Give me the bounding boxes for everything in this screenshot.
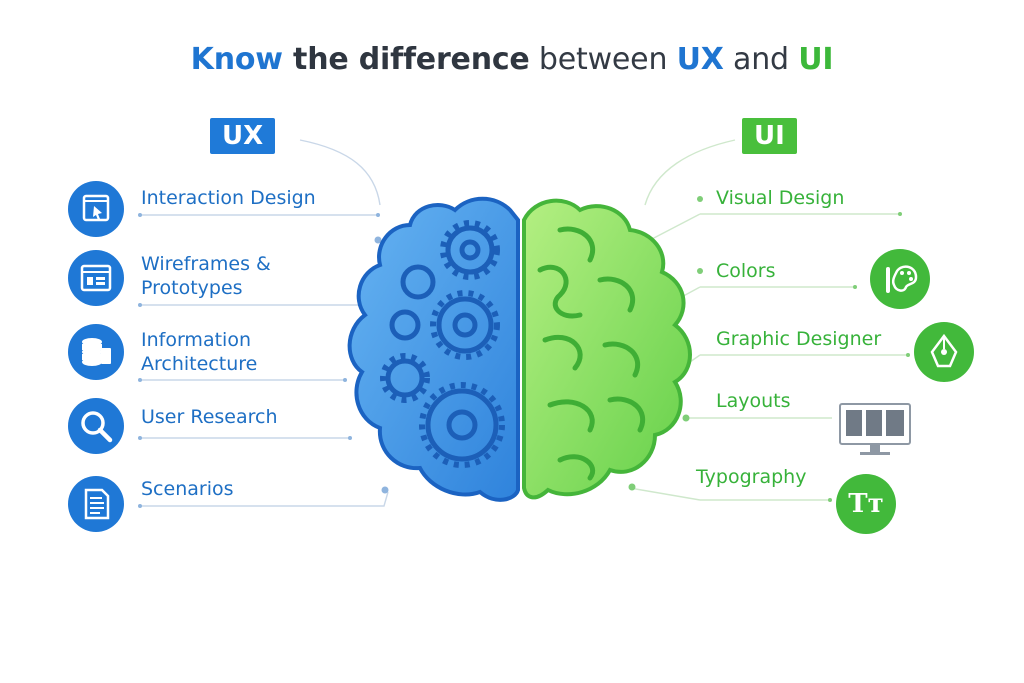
ui-item-layouts: Layouts [716, 390, 791, 412]
ux-item-user-research: User Research [141, 406, 278, 428]
palette-icon [870, 249, 930, 309]
ux-item-wireframes: Wireframes & Prototypes [141, 253, 271, 299]
database-icon [68, 324, 124, 380]
document-icon [68, 476, 124, 532]
wireframe-icon [68, 250, 124, 306]
magnifier-icon [68, 398, 124, 454]
ux-item-interaction-design: Interaction Design [141, 187, 316, 209]
ui-item-colors: Colors [716, 260, 776, 282]
typography-icon: Tт [836, 474, 896, 534]
ui-item-graphic-designer: Graphic Designer [716, 328, 882, 350]
ux-badge: UX [210, 118, 276, 154]
page-title: Know the difference between UX and UI [190, 42, 834, 77]
cursor-window-icon [68, 181, 124, 237]
right-hemisphere [522, 198, 692, 500]
typography-glyph: Tт [848, 489, 884, 519]
ux-item-scenarios: Scenarios [141, 478, 234, 500]
monitor-layout-icon [839, 403, 911, 455]
ui-item-typography: Typography [696, 466, 807, 488]
ux-item-information-architecture: Information Architecture [141, 329, 258, 375]
pen-tool-icon [914, 322, 974, 382]
ui-badge: UI [742, 118, 797, 154]
ui-item-visual-design: Visual Design [716, 187, 845, 209]
